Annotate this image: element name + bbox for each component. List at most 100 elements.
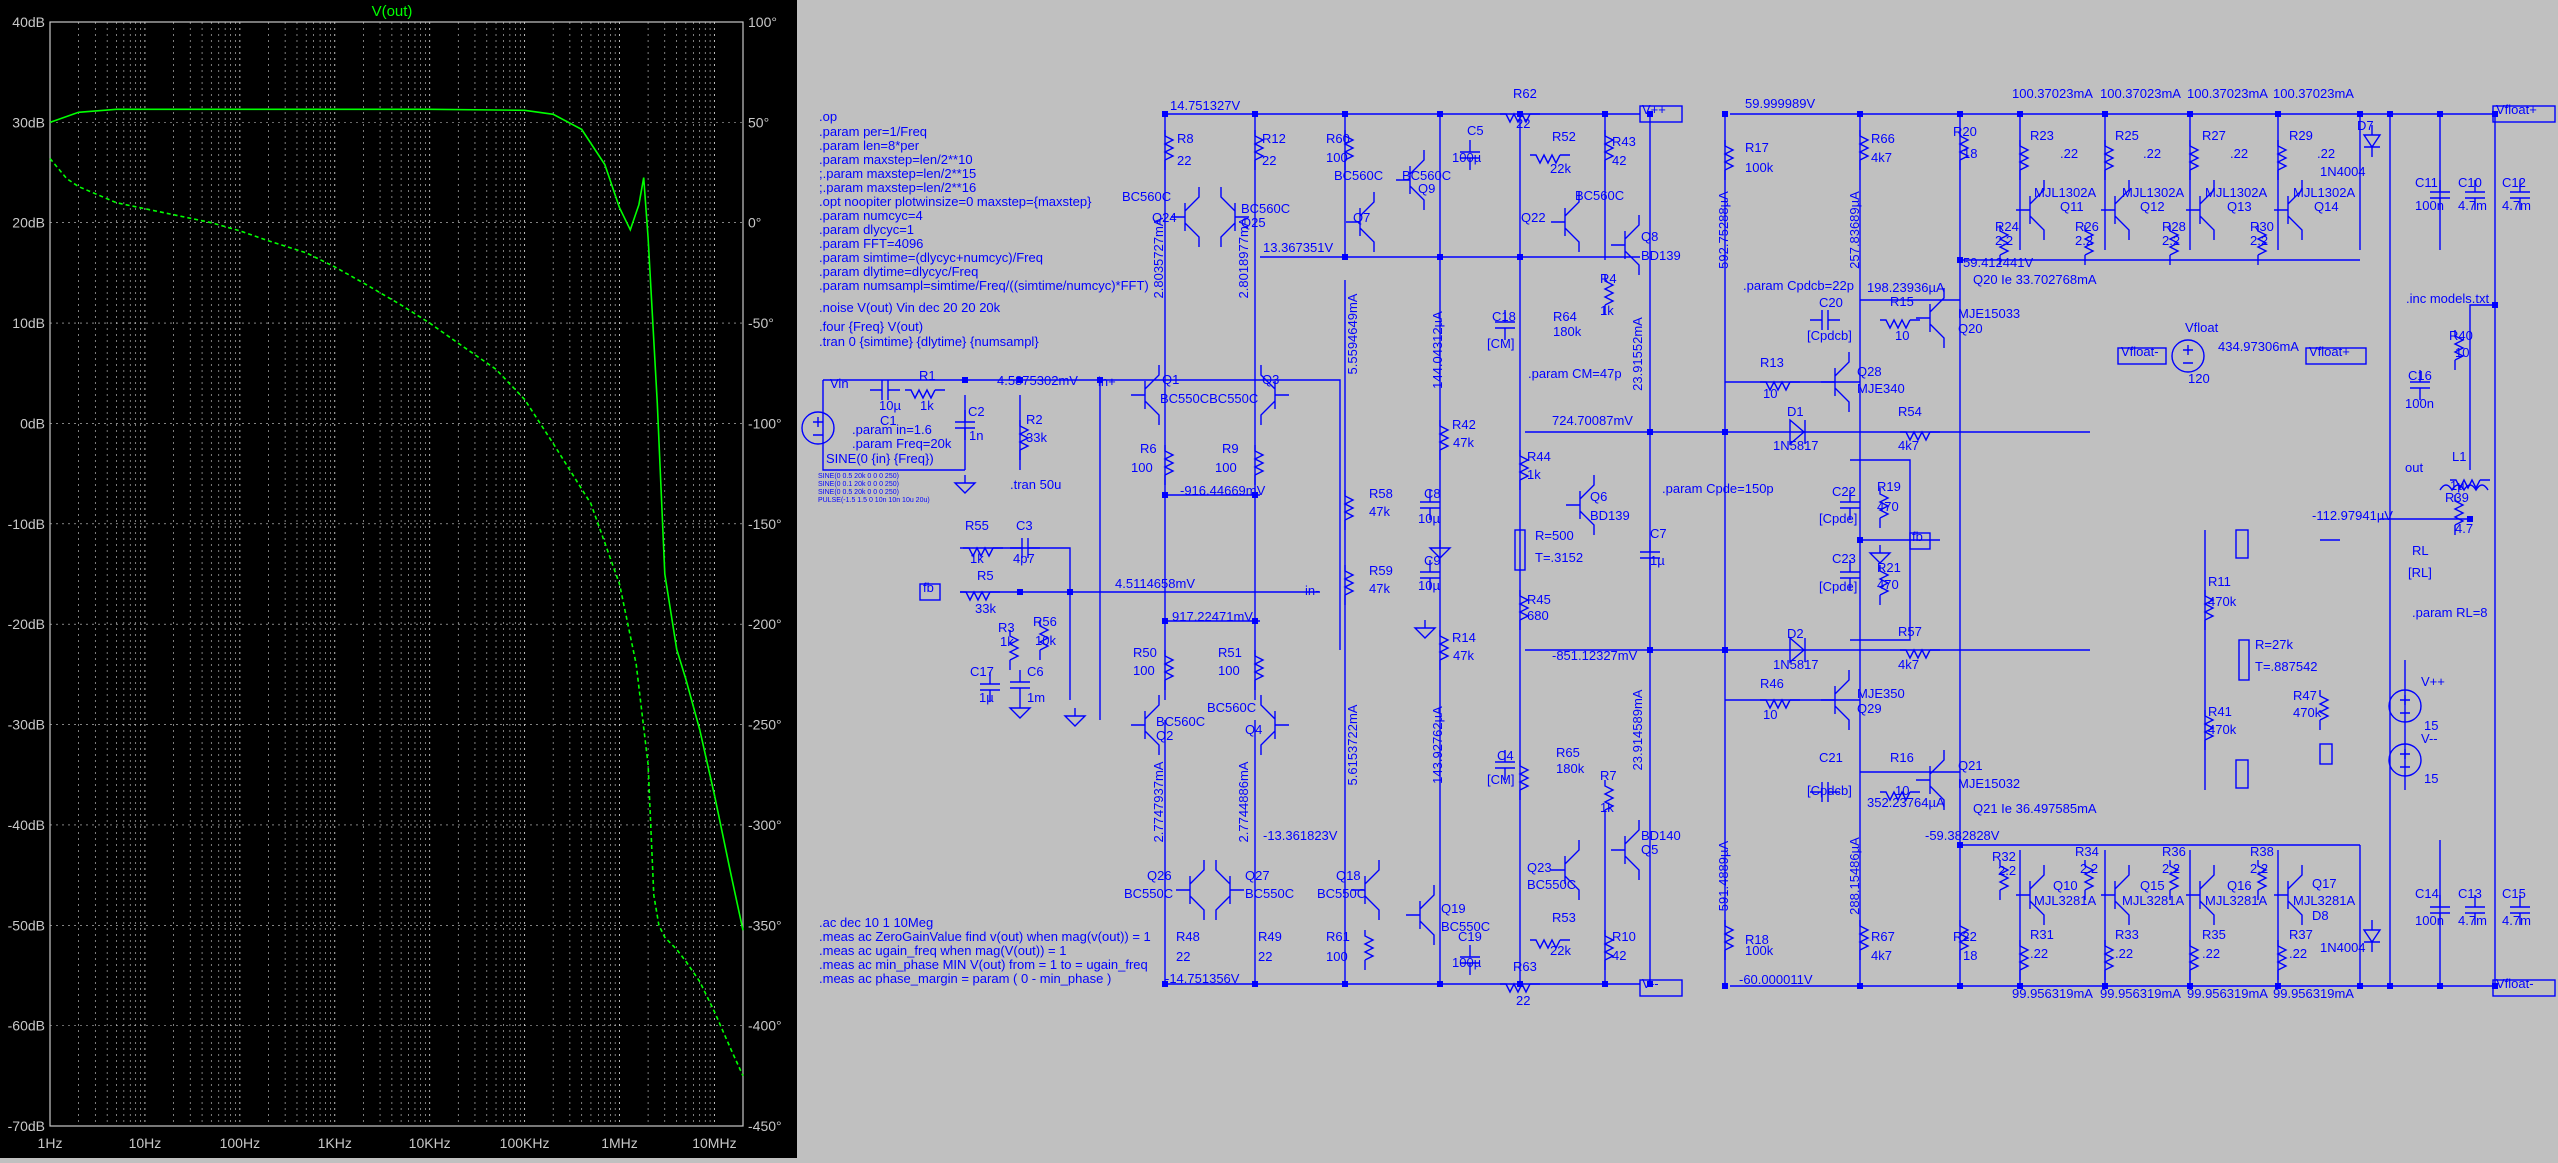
plot-title[interactable]: V(out) xyxy=(372,3,413,20)
capacitor-symbol[interactable] xyxy=(1810,310,1840,330)
resistor-symbol[interactable] xyxy=(2318,690,2330,730)
resistor-symbol[interactable] xyxy=(1163,445,1175,485)
resistor-symbol[interactable] xyxy=(1343,565,1355,605)
transistor-symbol[interactable] xyxy=(2101,865,2130,925)
voltage-source-symbol[interactable] xyxy=(2171,339,2205,373)
transistor-symbol[interactable] xyxy=(2186,180,2215,240)
resistor-symbol[interactable] xyxy=(1038,620,1050,660)
capacitor-symbol[interactable] xyxy=(870,380,900,400)
voltage-source-symbol[interactable] xyxy=(2388,743,2422,777)
voltage-source-symbol[interactable] xyxy=(801,411,835,445)
resistor-symbol[interactable] xyxy=(1998,225,2010,265)
capacitor-symbol[interactable] xyxy=(2410,370,2430,400)
transistor-symbol[interactable] xyxy=(1551,192,1580,252)
transistor-symbol[interactable] xyxy=(1346,192,1375,252)
capacitor-symbol[interactable] xyxy=(1460,140,1480,170)
amplifier-schematic[interactable]: .op.param per=1/Freq.param len=8*per.par… xyxy=(797,0,2558,1158)
resistor-symbol[interactable] xyxy=(1253,650,1265,690)
resistor-symbol[interactable] xyxy=(1500,982,1540,994)
capacitor-symbol[interactable] xyxy=(2465,180,2485,210)
net-flag-box[interactable] xyxy=(2492,979,2556,997)
net-flag-box[interactable] xyxy=(2235,529,2249,559)
resistor-symbol[interactable] xyxy=(2203,710,2215,750)
net-flag-box[interactable] xyxy=(1909,532,1931,550)
transistor-symbol[interactable] xyxy=(2016,180,2045,240)
net-flag-label[interactable]: V++ xyxy=(1642,102,1666,117)
resistor-symbol[interactable] xyxy=(1518,760,1530,800)
resistor-symbol[interactable] xyxy=(1163,650,1175,690)
resistor-symbol[interactable] xyxy=(2450,478,2490,490)
net-flag-box[interactable] xyxy=(2492,105,2556,123)
net-flag-box[interactable] xyxy=(2235,759,2249,789)
capacitor-symbol[interactable] xyxy=(1810,782,1840,802)
resistor-symbol[interactable] xyxy=(905,388,945,400)
resistor-symbol[interactable] xyxy=(2188,140,2200,180)
net-flag-label[interactable]: Vfloat+ xyxy=(2309,344,2350,359)
capacitor-symbol[interactable] xyxy=(1640,540,1660,570)
resistor-symbol[interactable] xyxy=(1253,130,1265,170)
resistor-symbol[interactable] xyxy=(2276,940,2288,980)
resistor-symbol[interactable] xyxy=(1500,112,1540,124)
resistor-symbol[interactable] xyxy=(2168,225,2180,265)
voltage-source-symbol[interactable] xyxy=(2388,689,2422,723)
net-flag-label[interactable]: fb xyxy=(1912,529,1923,544)
capacitor-symbol[interactable] xyxy=(2510,180,2530,210)
net-flag-box[interactable] xyxy=(2319,743,2333,765)
transistor-symbol[interactable] xyxy=(1260,365,1289,425)
resistor-symbol[interactable] xyxy=(1018,420,1030,460)
transistor-symbol[interactable] xyxy=(1260,695,1289,755)
resistor-symbol[interactable] xyxy=(1760,380,1800,392)
resistor-symbol[interactable] xyxy=(1858,920,1870,960)
schematic-pane[interactable]: .op.param per=1/Freq.param len=8*per.par… xyxy=(797,0,2558,1158)
transistor-symbol[interactable] xyxy=(1821,352,1850,412)
resistor-symbol[interactable] xyxy=(1958,130,1970,170)
resistor-symbol[interactable] xyxy=(1603,275,1615,315)
resistor-symbol[interactable] xyxy=(1603,930,1615,970)
capacitor-symbol[interactable] xyxy=(2510,895,2530,925)
capacitor-symbol[interactable] xyxy=(1840,560,1860,590)
transistor-symbol[interactable] xyxy=(1566,475,1595,535)
resistor-symbol[interactable] xyxy=(2103,940,2115,980)
capacitor-symbol[interactable] xyxy=(1460,945,1480,975)
resistor-symbol[interactable] xyxy=(1518,590,1530,630)
capacitor-symbol[interactable] xyxy=(1840,490,1860,520)
transistor-symbol[interactable] xyxy=(2016,865,2045,925)
transistor-symbol[interactable] xyxy=(1611,820,1640,880)
capacitor-symbol[interactable] xyxy=(1495,310,1515,340)
resistor-symbol[interactable] xyxy=(2256,225,2268,265)
capacitor-symbol[interactable] xyxy=(2465,895,2485,925)
resistor-symbol[interactable] xyxy=(1518,450,1530,490)
resistor-symbol[interactable] xyxy=(1530,938,1570,950)
resistor-symbol[interactable] xyxy=(1163,130,1175,170)
capacitor-symbol[interactable] xyxy=(2430,180,2450,210)
resistor-symbol[interactable] xyxy=(2083,860,2095,900)
thermal-resistor-symbol[interactable] xyxy=(2238,639,2250,681)
transistor-symbol[interactable] xyxy=(1131,695,1160,755)
net-flag-box[interactable] xyxy=(2305,347,2367,365)
resistor-symbol[interactable] xyxy=(960,590,1000,602)
capacitor-symbol[interactable] xyxy=(1010,670,1030,700)
resistor-symbol[interactable] xyxy=(1438,420,1450,460)
capacitor-symbol[interactable] xyxy=(1010,538,1040,558)
capacitor-symbol[interactable] xyxy=(1420,490,1440,520)
transistor-symbol[interactable] xyxy=(1821,670,1850,730)
resistor-symbol[interactable] xyxy=(1363,930,1375,970)
resistor-symbol[interactable] xyxy=(1858,130,1870,170)
transistor-symbol[interactable] xyxy=(2186,865,2215,925)
resistor-symbol[interactable] xyxy=(1900,648,1940,660)
net-flag-box[interactable] xyxy=(1639,105,1683,123)
transistor-symbol[interactable] xyxy=(1220,187,1249,247)
resistor-symbol[interactable] xyxy=(1880,318,1920,330)
net-flag-label[interactable]: fb xyxy=(923,580,934,595)
transistor-symbol[interactable] xyxy=(1351,860,1380,920)
resistor-symbol[interactable] xyxy=(1878,488,1890,528)
transistor-symbol[interactable] xyxy=(2101,180,2130,240)
bode-plot[interactable]: V(out) 40dB30dB20dB10dB0dB-10dB-20dB-30d… xyxy=(0,0,797,1158)
resistor-symbol[interactable] xyxy=(1878,565,1890,605)
resistor-symbol[interactable] xyxy=(1880,790,1920,802)
net-flag-label[interactable]: Vfloat- xyxy=(2121,344,2159,359)
resistor-symbol[interactable] xyxy=(1438,630,1450,670)
transistor-symbol[interactable] xyxy=(1551,840,1580,900)
resistor-symbol[interactable] xyxy=(2453,330,2465,370)
